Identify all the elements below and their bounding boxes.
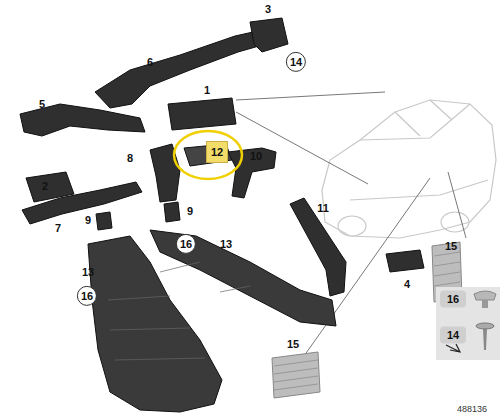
callout-number: 16 xyxy=(180,239,192,250)
callout-number: 11 xyxy=(317,203,329,214)
callout-number: 16 xyxy=(81,291,93,302)
callout-number: 9 xyxy=(187,206,193,217)
callout-number: 16 xyxy=(447,294,459,305)
callout-number: 14 xyxy=(290,57,302,68)
callout-number: 10 xyxy=(250,151,262,162)
callout-number: 7 xyxy=(55,223,61,234)
callout-number: 1 xyxy=(204,85,210,96)
callout-circle: 14 xyxy=(286,52,306,72)
leader-lines xyxy=(236,92,466,356)
fastener-icons xyxy=(474,291,496,350)
callout-number: 9 xyxy=(85,215,91,226)
arrow-symbol xyxy=(446,344,460,352)
callout-number: 6 xyxy=(147,57,153,68)
callout-number: 13 xyxy=(220,239,232,250)
car-outline xyxy=(322,100,496,238)
callout-number: 15 xyxy=(445,241,457,252)
parts-panel xyxy=(436,287,500,360)
callout-number: 4 xyxy=(404,279,410,290)
callout-number: 12 xyxy=(211,147,223,158)
callout-number: 2 xyxy=(42,181,48,192)
callout-number: 8 xyxy=(127,153,133,164)
callout-number: 14 xyxy=(447,330,459,341)
grille xyxy=(272,242,462,398)
grille-slats xyxy=(274,252,460,390)
callout-number: 15 xyxy=(287,339,299,350)
highlight-ring xyxy=(174,131,242,179)
air-ducts xyxy=(20,18,424,412)
callout-number: 13 xyxy=(82,267,94,278)
highlighted-callout: 12 xyxy=(206,141,228,163)
callout-number: 3 xyxy=(265,4,271,15)
legend-callout: 16 xyxy=(440,291,466,308)
legend-callout: 14 xyxy=(440,327,466,344)
figure-number: 488136 xyxy=(457,405,487,414)
duct-ribs xyxy=(108,262,250,360)
callout-number: 5 xyxy=(39,99,45,110)
